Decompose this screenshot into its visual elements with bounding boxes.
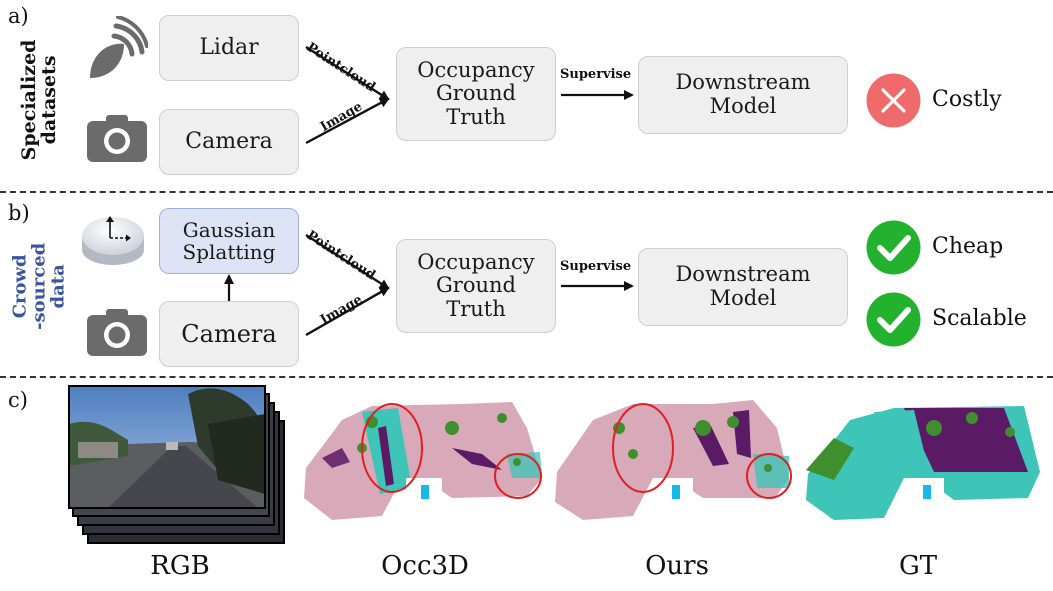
verdict-costly: Costly [932,87,1002,112]
check-icon [866,220,921,275]
arrow-lidar-to-occ [305,45,390,101]
panel-b-letter: b) [8,201,30,225]
panel-b-arrows [224,233,634,337]
gaussian-puck-icon [82,216,144,265]
occupancy-gt-box-a: Occupancy Ground Truth [396,47,556,141]
camera-icon [87,309,147,356]
lidar-box: Lidar [159,15,299,81]
panel-a-arrows [305,45,634,145]
arrow-gauss-to-occ [305,233,390,290]
verdict-cheap: Cheap [932,234,1004,259]
separator-bc [0,376,1053,378]
camera-box-a: Camera [159,109,299,175]
supervise-label-b: Supervise [560,259,632,274]
camera-box-b: Camera [159,301,299,367]
downstream-model-box-a: Downstream Model [638,56,848,134]
rgb-image-stack [68,385,285,544]
caption-occ3d: Occ3D [381,551,469,581]
occ3d-render [304,402,542,520]
gt-render [806,406,1040,520]
caption-rgb: RGB [150,551,210,581]
downstream-model-box-b: Downstream Model [638,248,848,326]
occupancy-gt-box-b: Occupancy Ground Truth [396,239,556,333]
wireless-lidar-icon [90,16,148,78]
panel-c-letter: c) [8,388,28,412]
ours-render [555,400,792,520]
panel-a-letter: a) [8,4,29,28]
caption-gt: GT [898,551,938,581]
caption-ours: Ours [645,551,709,581]
camera-icon [87,115,147,162]
arrow-camera-b-to-occ [305,286,390,337]
separator-ab [0,191,1053,193]
check-icon [866,292,921,347]
supervise-label-a: Supervise [560,67,632,82]
gaussian-splatting-box: Gaussian Splatting [159,208,299,274]
arrow-camera-to-occ [305,97,390,145]
cross-icon [866,73,921,128]
verdict-scalable: Scalable [932,306,1027,331]
